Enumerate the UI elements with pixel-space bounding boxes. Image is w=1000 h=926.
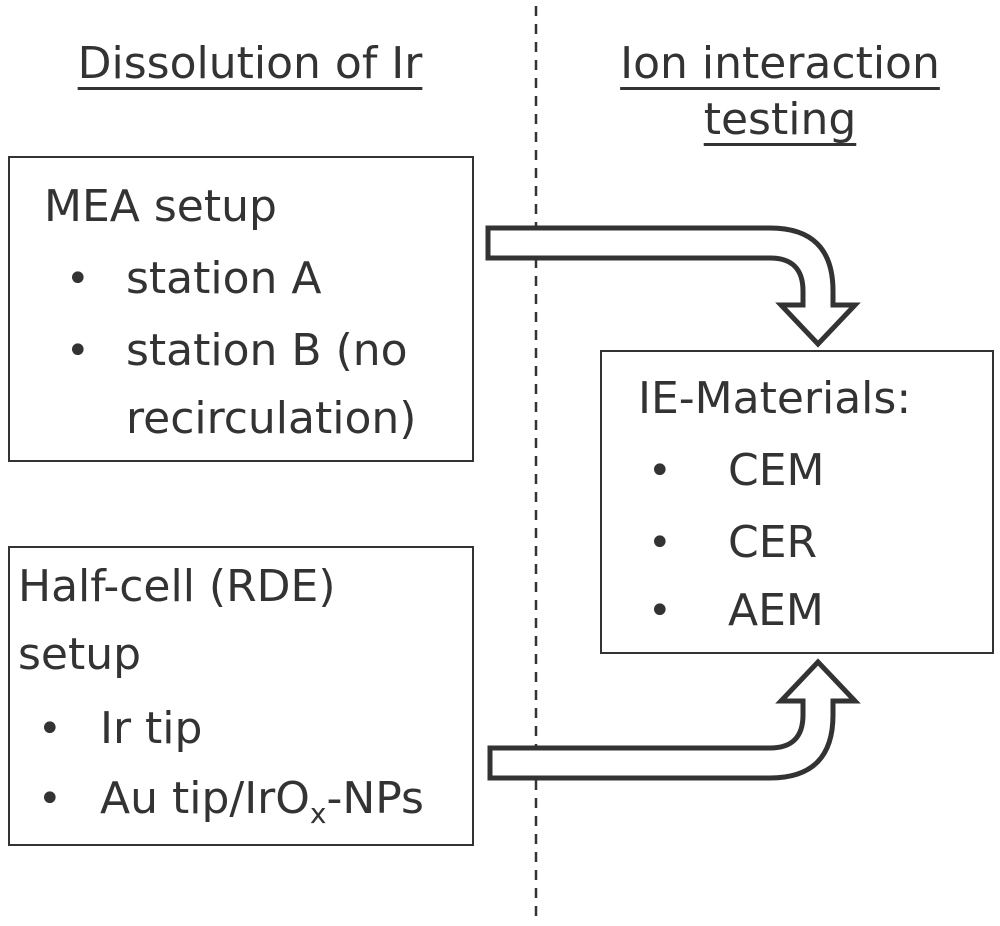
- heading-dissolution: Dissolution of Ir: [77, 38, 423, 89]
- bullet-dot: •: [66, 328, 90, 374]
- bullet-dot: •: [66, 256, 90, 302]
- ie-item-aem: AEM: [728, 585, 824, 636]
- au-tip-text: Au tip/IrO: [100, 773, 310, 824]
- bullet-dot: •: [648, 588, 672, 634]
- mea-item-station-b-cont: recirculation): [126, 393, 417, 444]
- half-cell-title-line1: Half-cell (RDE): [18, 561, 336, 612]
- heading-ion-interaction-line1: Ion interaction: [620, 38, 940, 89]
- au-tip-subscript: x: [309, 796, 327, 830]
- au-tip-suffix: -NPs: [326, 773, 424, 824]
- half-cell-item-au-tip: Au tip/IrOx-NPs: [100, 764, 424, 849]
- bullet-dot: •: [648, 520, 672, 566]
- mea-item-station-b: station B (no: [126, 325, 408, 376]
- bullet-dot: •: [38, 706, 62, 752]
- arrow-mea-to-ie: [485, 225, 861, 348]
- half-cell-setup-box: Half-cell (RDE) setup • Ir tip • Au tip/…: [8, 546, 474, 846]
- ie-item-cem: CEM: [728, 445, 825, 496]
- mea-setup-title: MEA setup: [44, 181, 277, 232]
- half-cell-title-line2: setup: [18, 629, 142, 680]
- bullet-dot: •: [648, 448, 672, 494]
- ie-materials-box: IE-Materials: • CEM • CER • AEM: [600, 350, 994, 654]
- heading-ion-interaction: Ion interaction testing: [560, 36, 1000, 148]
- mea-setup-box: MEA setup • station A • station B (no re…: [8, 156, 474, 462]
- ie-item-cer: CER: [728, 517, 818, 568]
- bullet-dot: •: [38, 776, 62, 822]
- arrow-half-to-ie: [487, 658, 861, 781]
- ie-materials-title: IE-Materials:: [638, 373, 912, 424]
- mea-item-station-a: station A: [126, 253, 322, 304]
- half-cell-item-ir-tip: Ir tip: [100, 703, 203, 754]
- heading-ion-interaction-line2: testing: [703, 94, 857, 145]
